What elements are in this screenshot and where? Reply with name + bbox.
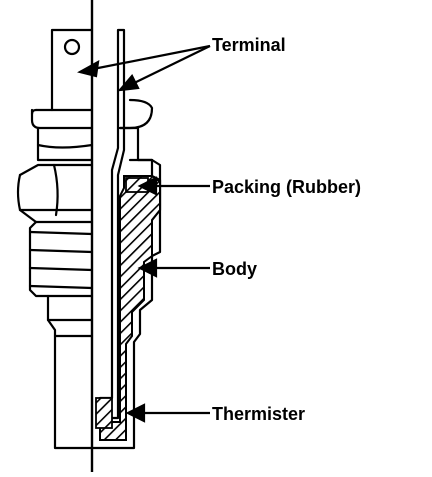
- body-outline: [90, 126, 162, 450]
- body-section-hatch: [99, 175, 161, 441]
- label-terminal: Terminal: [212, 35, 286, 55]
- lower-barrel: [46, 294, 94, 450]
- arrow-terminal-right: [117, 74, 140, 92]
- label-packing: Packing (Rubber): [212, 177, 362, 197]
- terminal-tab: [50, 28, 94, 112]
- thermister-element: [95, 397, 113, 429]
- arrow-body: [137, 258, 158, 278]
- label-body: Body: [212, 259, 257, 279]
- thread-section: [28, 220, 94, 298]
- label-thermister: Thermister: [212, 404, 306, 424]
- arrow-thermister: [125, 403, 146, 423]
- arrow-packing: [137, 176, 158, 196]
- leader-lines: [77, 44, 211, 423]
- arrow-terminal-left: [77, 59, 100, 78]
